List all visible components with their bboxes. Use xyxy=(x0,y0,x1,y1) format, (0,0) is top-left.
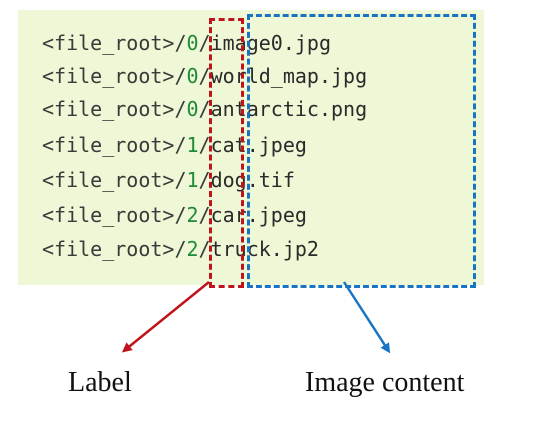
file-path-line: <file_root>/1/cat.jpeg xyxy=(42,130,307,160)
image-filename: car.jpeg xyxy=(210,203,307,227)
path-prefix: <file_root>/ xyxy=(42,97,187,121)
path-separator: / xyxy=(198,31,211,55)
file-path-line: <file_root>/1/dog.tif xyxy=(42,165,295,195)
image-filename: image0.jpg xyxy=(210,31,332,55)
file-path-line: <file_root>/0/world_map.jpg xyxy=(42,61,367,91)
label-caption: Label xyxy=(68,367,132,398)
file-path-line: <file_root>/0/antarctic.png xyxy=(42,94,367,124)
class-label: 0 xyxy=(186,97,199,121)
file-path-line: <file_root>/2/truck.jp2 xyxy=(42,234,319,264)
code-panel: <file_root>/0/image0.jpg <file_root>/0/w… xyxy=(18,10,484,288)
path-separator: / xyxy=(198,203,211,227)
image-content-highlight-box xyxy=(247,14,476,288)
path-separator: / xyxy=(198,97,211,121)
path-prefix: <file_root>/ xyxy=(42,203,187,227)
path-prefix: <file_root>/ xyxy=(42,133,187,157)
file-path-line: <file_root>/2/car.jpeg xyxy=(42,200,307,230)
image-content-caption: Image content xyxy=(305,367,465,398)
image-filename: truck.jp2 xyxy=(210,237,319,261)
path-prefix: <file_root>/ xyxy=(42,237,187,261)
path-separator: / xyxy=(198,64,211,88)
file-path-line: <file_root>/0/image0.jpg xyxy=(42,28,331,58)
image-content-arrow xyxy=(342,281,391,354)
path-prefix: <file_root>/ xyxy=(42,64,187,88)
path-prefix: <file_root>/ xyxy=(42,31,187,55)
class-label: 0 xyxy=(186,31,199,55)
image-filename: world_map.jpg xyxy=(210,64,368,88)
class-label: 2 xyxy=(186,237,199,261)
image-filename: cat.jpeg xyxy=(210,133,307,157)
path-prefix: <file_root>/ xyxy=(42,168,187,192)
path-separator: / xyxy=(198,133,211,157)
path-separator: / xyxy=(198,237,211,261)
label-highlight-box xyxy=(209,18,244,288)
class-label: 2 xyxy=(186,203,199,227)
path-separator: / xyxy=(198,168,211,192)
image-filename: dog.tif xyxy=(210,168,295,192)
image-filename: antarctic.png xyxy=(210,97,368,121)
class-label: 1 xyxy=(186,168,199,192)
class-label: 0 xyxy=(186,64,199,88)
class-label: 1 xyxy=(186,133,199,157)
label-arrow xyxy=(121,281,210,353)
